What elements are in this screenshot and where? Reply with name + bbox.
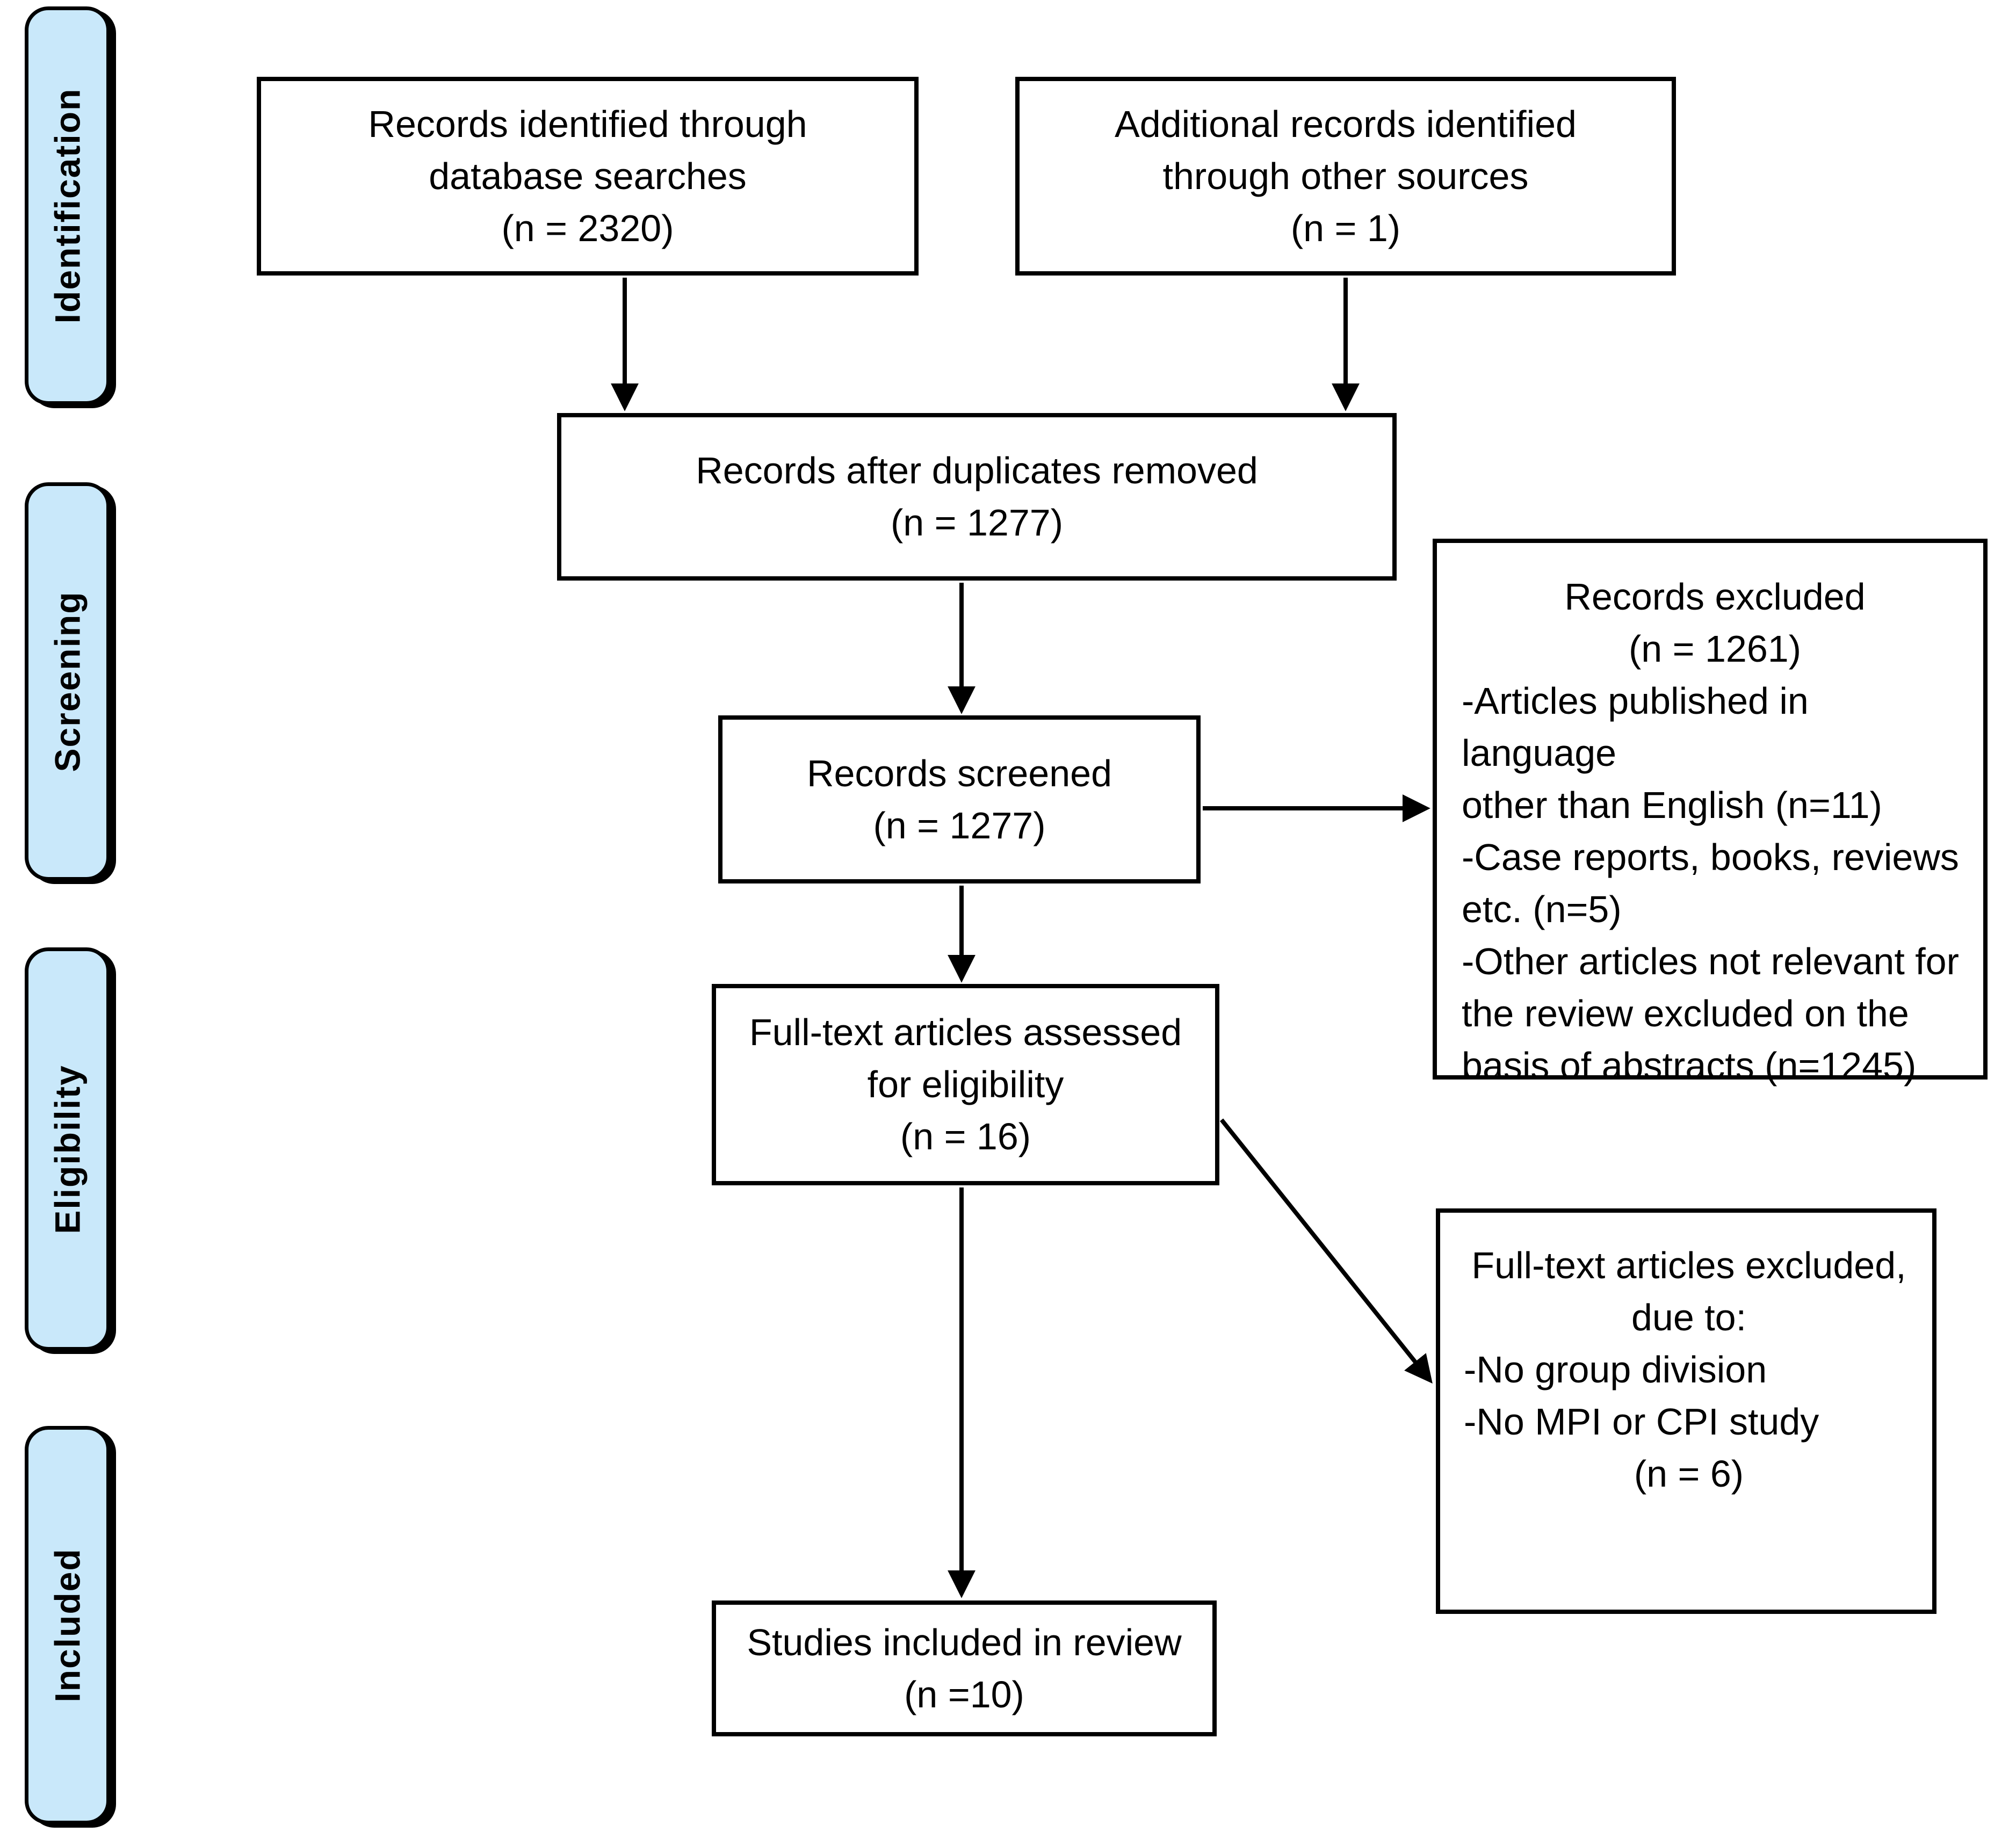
records-excluded-reason: other than English (n=11) [1462, 784, 1882, 826]
records-excluded-reason: -Articles published in language [1462, 680, 1809, 774]
additional-records-line: Additional records identified [1115, 103, 1577, 145]
stage-tab-screening: Screening [25, 482, 110, 881]
studies-included-box: Studies included in review (n =10) [712, 1600, 1217, 1736]
studies-included-line: Studies included in review [747, 1621, 1182, 1663]
stage-tab-eligibility: Eligibility [25, 947, 110, 1351]
records-excluded-box: Records excluded (n = 1261) -Articles pu… [1433, 539, 1988, 1087]
stage-label-included: Included [47, 1548, 88, 1703]
records-excluded-count: (n = 1261) [1628, 628, 1802, 670]
arrow-fulltext-to-ft-excluded [1219, 1118, 1433, 1384]
stage-label-eligibility: Eligibility [47, 1064, 88, 1234]
stage-label-identification: Identification [47, 88, 88, 324]
stage-tab-included: Included [25, 1426, 110, 1824]
fulltext-excluded-box: Full-text articles excluded, due to: -No… [1436, 1208, 1936, 1614]
duplicates-removed-line: Records after duplicates removed [696, 450, 1258, 491]
records-excluded-reason: -Case reports, books, reviews [1462, 836, 1959, 878]
additional-records-line: through other sources [1162, 155, 1529, 197]
records-identified-box: Records identified through database sear… [257, 77, 919, 276]
records-excluded-reason: -Other articles not relevant for [1462, 940, 1959, 982]
fulltext-assessed-line: Full-text articles assessed [749, 1011, 1182, 1053]
records-screened-box: Records screened (n = 1277) [718, 715, 1201, 883]
fulltext-excluded-reason: -No MPI or CPI study [1464, 1401, 1819, 1443]
additional-records-box: Additional records identified through ot… [1015, 77, 1676, 276]
fulltext-excluded-reason: -No group division [1464, 1349, 1767, 1390]
records-screened-line: Records screened [806, 752, 1112, 794]
fulltext-excluded-subtitle: due to: [1631, 1296, 1747, 1338]
records-identified-line: database searches [429, 155, 747, 197]
studies-included-count: (n =10) [904, 1673, 1024, 1715]
fulltext-assessed-box: Full-text articles assessed for eligibil… [712, 984, 1219, 1185]
fulltext-excluded-title: Full-text articles excluded, [1471, 1244, 1906, 1286]
records-identified-line: Records identified through [368, 103, 807, 145]
duplicates-removed-box: Records after duplicates removed (n = 12… [557, 413, 1397, 581]
records-identified-count: (n = 2320) [501, 207, 674, 249]
duplicates-removed-count: (n = 1277) [890, 502, 1064, 544]
stage-label-screening: Screening [47, 591, 88, 772]
fulltext-assessed-line: for eligibility [867, 1063, 1064, 1105]
records-excluded-reason: basis of abstracts (n=1245) [1462, 1045, 1917, 1087]
records-excluded-reason: etc. (n=5) [1462, 888, 1622, 930]
records-excluded-title: Records excluded [1564, 576, 1866, 618]
records-screened-count: (n = 1277) [873, 804, 1046, 846]
stage-tab-identification: Identification [25, 6, 110, 405]
fulltext-excluded-count: (n = 6) [1634, 1453, 1744, 1495]
fulltext-assessed-count: (n = 16) [900, 1116, 1031, 1157]
records-excluded-reason: the review excluded on the [1462, 993, 1909, 1034]
additional-records-count: (n = 1) [1290, 207, 1401, 249]
